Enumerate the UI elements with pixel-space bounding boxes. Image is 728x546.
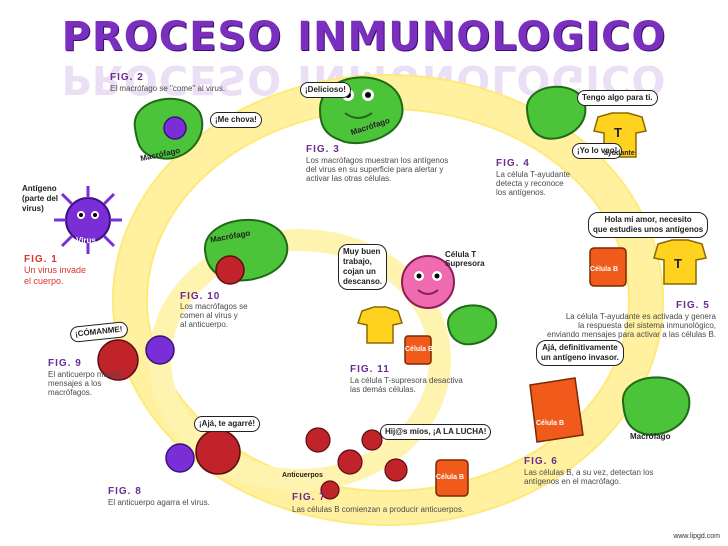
fig11-label: FIG. 11 — [350, 364, 390, 375]
t-helper-sub: ayudante — [604, 150, 635, 157]
t-suppressor-icon — [401, 255, 455, 309]
fig7-caption: Las células B comienzan a producir antic… — [292, 505, 465, 514]
t-helper-fig5-icon — [653, 239, 707, 285]
bubble-yo-lo-veo: ¡Yo lo veo! — [572, 143, 623, 159]
fig7-label: FIG. 7 — [292, 492, 326, 503]
macrophage-icon — [133, 97, 204, 160]
fig10-label: FIG. 10 — [180, 291, 221, 302]
virus-icon — [54, 186, 122, 254]
macrophage-label-fig6: Macrófago — [630, 432, 671, 441]
t-helper-fig5-letter: T — [674, 256, 682, 271]
b-cell-fig5-label: Célula B — [590, 266, 619, 273]
fig1-label: FIG. 1 — [24, 254, 58, 265]
fig9-label: FIG. 9 — [48, 358, 82, 369]
bubble-tengo-algo: Tengo algo para ti. — [577, 90, 658, 106]
b-cell-fig6-label: Célula B — [536, 420, 565, 427]
bubble-hijos-lucha: Hij@s míos, ¡A LA LUCHA! — [380, 424, 492, 440]
macrophage-fig11-icon — [446, 304, 498, 346]
antibodies-label: Anticuerpos — [282, 472, 323, 479]
b-cell-fig7-label: Célula B — [436, 474, 465, 481]
macrophage-fig6-icon — [621, 376, 691, 436]
t-helper-letter: T — [614, 125, 622, 140]
fig8-caption: El anticuerpo agarra el virus. — [108, 498, 210, 507]
antibodies-icon — [305, 427, 408, 500]
b-cell-fig11-label: Célula B — [405, 346, 434, 353]
t-helper-fig11-icon — [357, 306, 403, 344]
fig5-caption: La célula T-ayudante es activada y gener… — [547, 312, 716, 339]
b-cell-fig5-icon — [589, 247, 627, 287]
bubble-aja-agarre: ¡Ajá, te agarré! — [194, 416, 261, 432]
fig2-label: FIG. 2 — [110, 72, 144, 83]
footer-url: www.lipgd.com — [673, 533, 720, 540]
fig3-label: FIG. 3 — [306, 144, 340, 155]
cycle-ring-outer-edge — [112, 74, 664, 526]
b-cell-fig7-icon — [435, 459, 469, 497]
fig6-label: FIG. 6 — [524, 456, 558, 467]
fig2-caption: El macrófago se "come" al virus. — [110, 84, 226, 93]
bubble-delicioso: ¡Delicioso! — [300, 82, 351, 98]
b-cell-fig6-icon — [529, 377, 584, 443]
macrophage-fig10-icon — [203, 218, 289, 285]
page-title: PROCESO INMUNOLOGICO — [61, 14, 667, 60]
b-cell-fig11-icon — [404, 335, 432, 365]
fig8-label: FIG. 8 — [108, 486, 142, 497]
fig5-label: FIG. 5 — [676, 300, 710, 311]
fig4-label: FIG. 4 — [496, 158, 530, 169]
macrophage-fig4-icon — [525, 85, 587, 140]
antibody-fig9-icon — [97, 335, 175, 381]
bubble-me-chova: ¡Me chova! — [210, 112, 262, 128]
virus-label: Virus — [76, 236, 96, 245]
antibody-virus-icon — [165, 429, 241, 475]
